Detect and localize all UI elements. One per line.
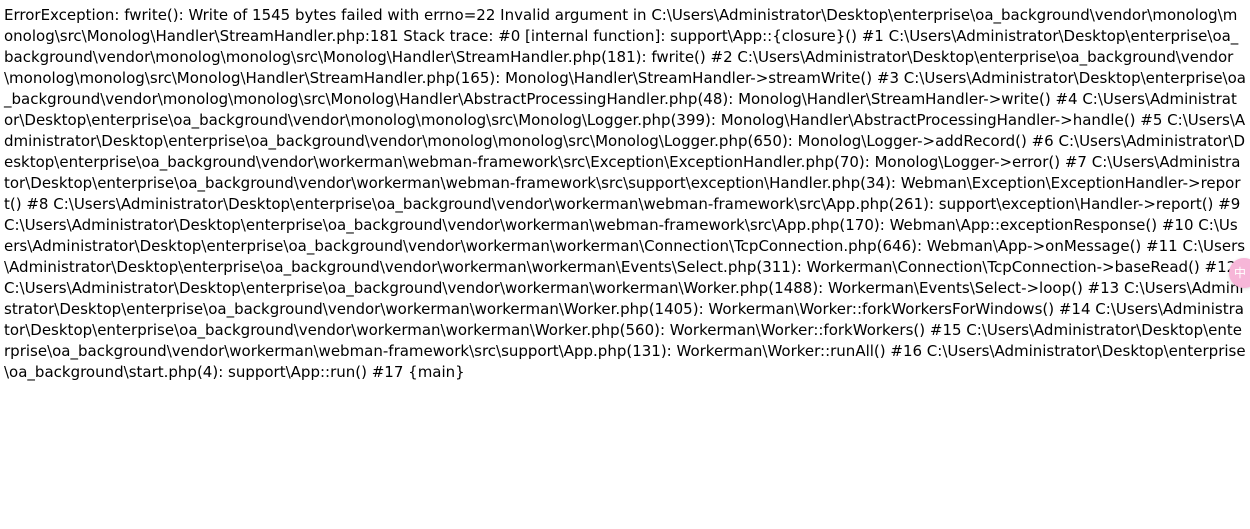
floating-side-widget[interactable]: 中 (1229, 258, 1250, 288)
translate-icon[interactable]: 中 (1233, 266, 1246, 280)
error-stack-trace-text: ErrorException: fwrite(): Write of 1545 … (4, 6, 1246, 381)
